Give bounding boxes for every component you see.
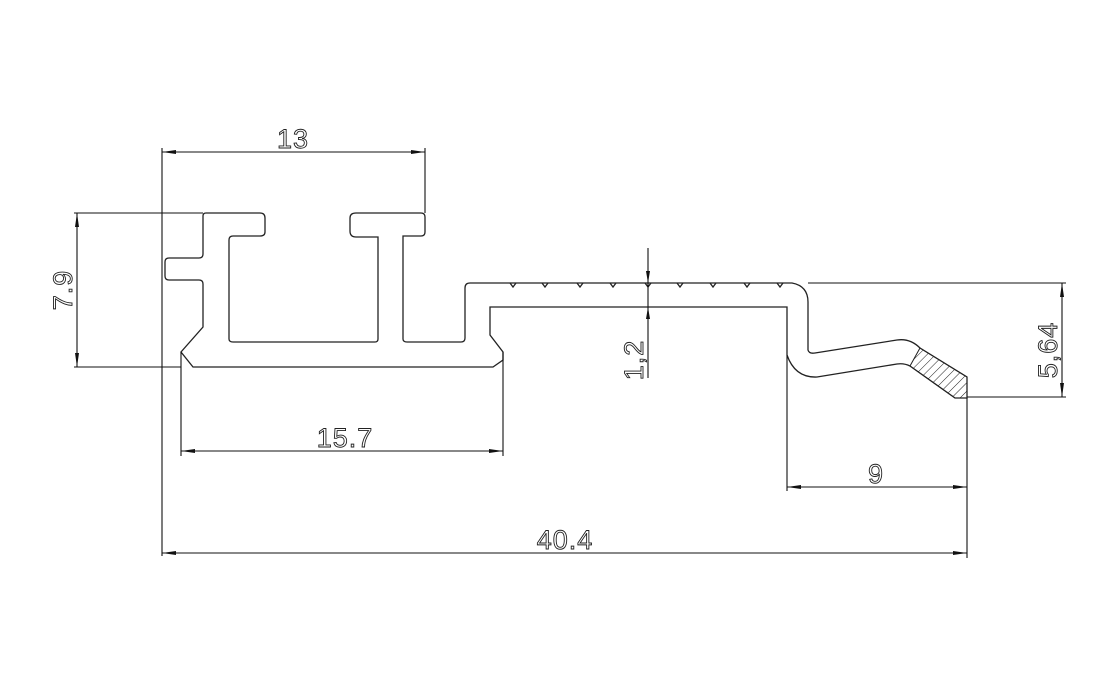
dim-1-2: 1,2 (619, 248, 650, 381)
hatched-seal (909, 347, 968, 399)
dim-7-9: 7.9 (48, 212, 203, 368)
dim-label-9: 9 (868, 459, 884, 489)
profile-outline (164, 212, 968, 399)
dim-label-1-2: 1,2 (619, 340, 649, 381)
dim-label-5-64: 5,64 (1033, 322, 1063, 379)
dim-label-13: 13 (277, 124, 309, 154)
dim-label-7-9: 7.9 (48, 270, 78, 311)
dim-15-7: 15.7 (180, 352, 504, 456)
dim-label-15-7: 15.7 (317, 423, 374, 453)
dim-5-64: 5,64 (808, 282, 1066, 398)
dim-9: 9 (786, 355, 968, 558)
dim-13: 13 (161, 124, 426, 556)
dim-40-4: 40.4 (162, 525, 967, 555)
dim-label-40-4: 40.4 (537, 525, 594, 555)
